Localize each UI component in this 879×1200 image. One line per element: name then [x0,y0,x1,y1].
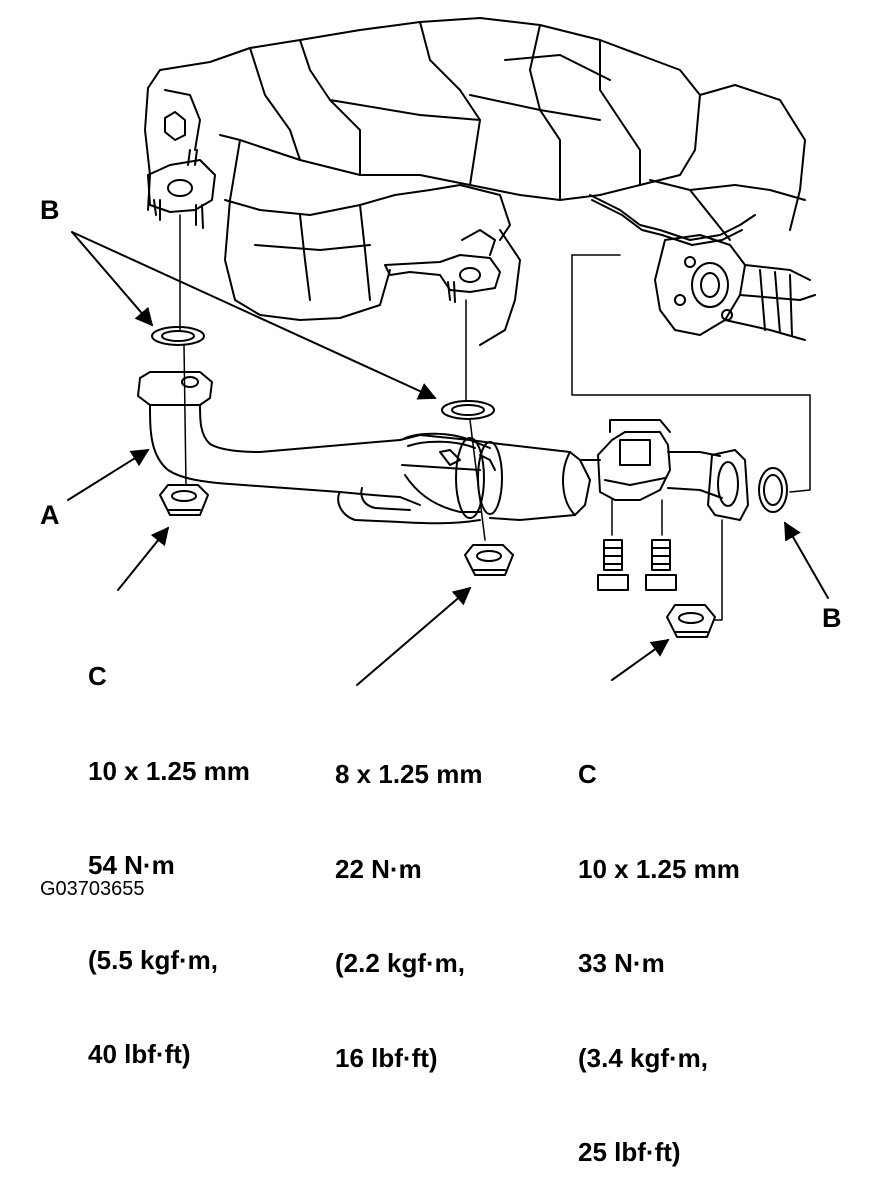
exhaust-pipe-diagram [67,17,829,686]
gasket-left [151,326,205,346]
spec-middle: 8 x 1.25 mm 22 N·m (2.2 kgf·m, 16 lbf·ft… [335,696,482,1106]
inset-bracket [571,254,811,493]
gasket-middle [441,400,495,420]
spec-right-torque: 33 N·m [578,948,665,978]
spec-left-torque: 54 N·m [88,850,175,880]
spec-right-size: 10 x 1.25 mm [578,853,740,884]
nut-left [159,484,209,516]
gasket-right [758,467,788,513]
spec-middle-size: 8 x 1.25 mm [335,759,483,789]
spec-middle-lbf: 16 lbf·ft) [335,1042,438,1073]
bolt-right [645,539,677,591]
spec-right-kgf: (3.4 kgf·m, [578,1042,709,1073]
spec-left-kgf: (5.5 kgf·m, [88,944,219,975]
nut-middle [464,544,514,576]
spec-right: C 10 x 1.25 mm 33 N·m (3.4 kgf·m, 25 lbf… [578,696,740,1200]
callout-b-left: B [40,195,60,225]
leader-arrows [67,231,829,686]
spec-right-lbf: 25 lbf·ft) [578,1137,681,1167]
spec-middle-kgf: (2.2 kgf·m, [335,948,466,978]
spec-left-size: 10 x 1.25 mm [88,755,250,786]
spec-left-lbf: 40 lbf·ft) [88,1039,191,1069]
spec-left: C 10 x 1.25 mm 54 N·m (5.5 kgf·m, 40 lbf… [88,598,250,1102]
spec-left-letter: C [88,661,107,691]
spec-right-letter: C [578,759,597,789]
spec-middle-torque: 22 N·m [335,853,422,884]
figure-code: G03703655 [40,878,145,900]
engine-underside [144,17,816,346]
bolt-left [597,539,629,591]
nut-right [666,604,716,638]
callout-a: A [40,500,60,530]
alignment-lines [179,214,723,621]
callout-b-right: B [822,603,842,633]
